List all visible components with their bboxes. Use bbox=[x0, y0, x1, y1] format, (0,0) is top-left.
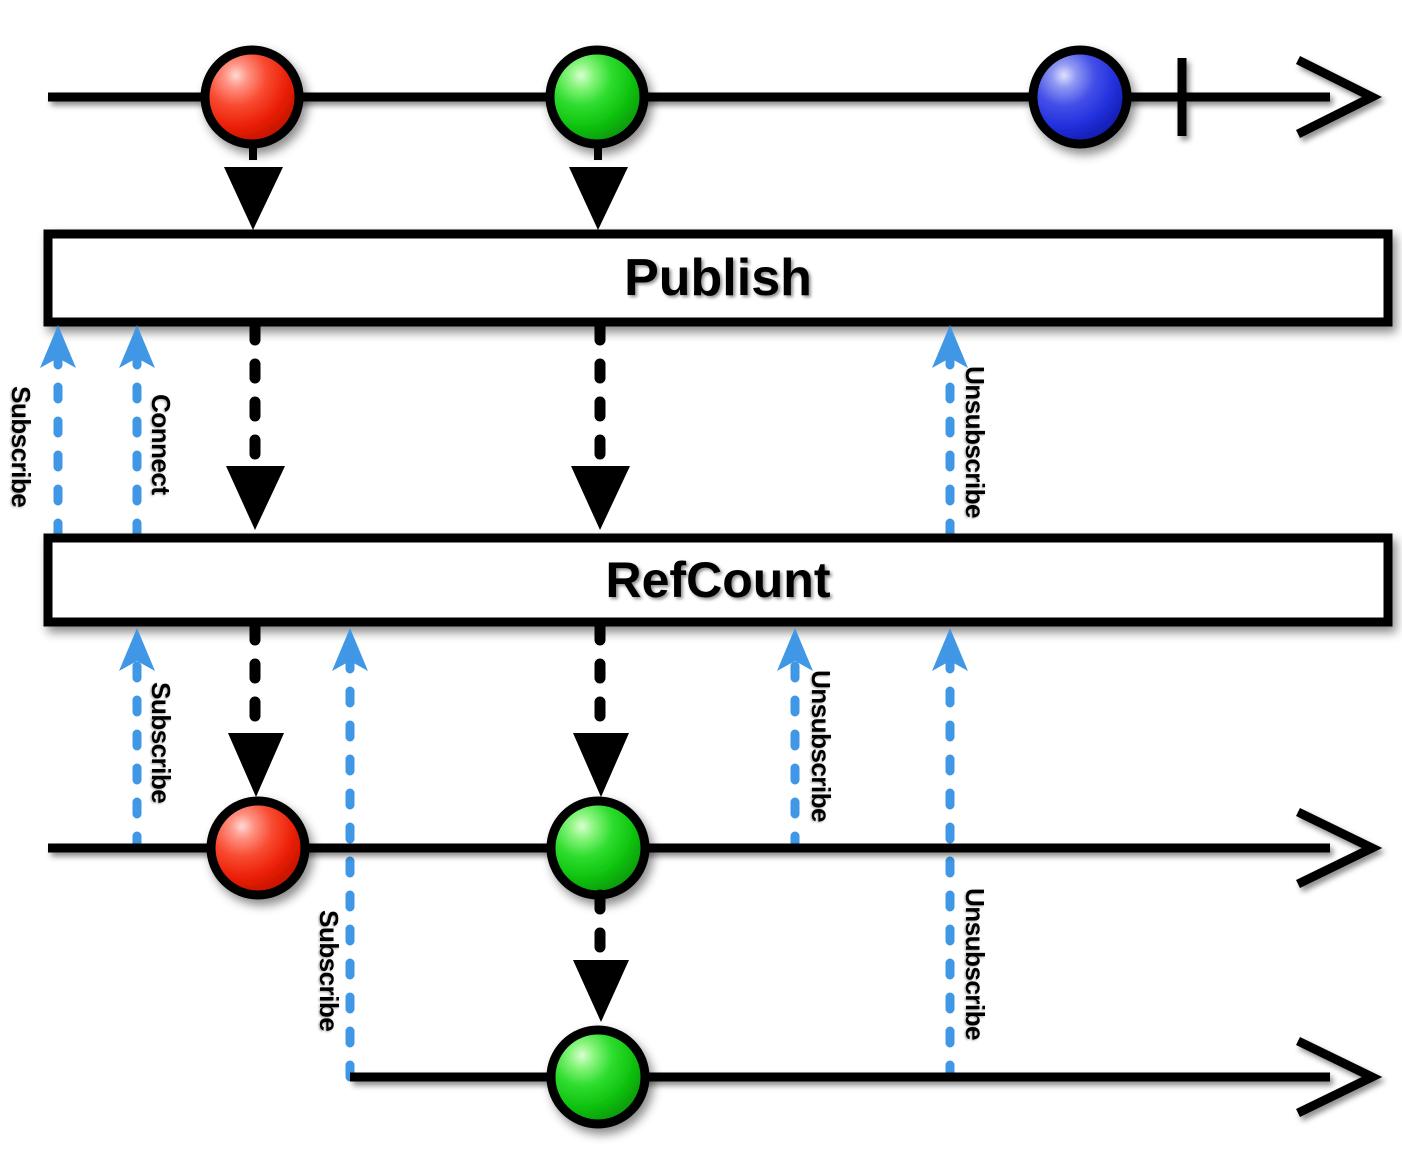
publish-red-to-refcount-arrow bbox=[226, 320, 285, 530]
refcount-green-to-sub1-arrow bbox=[573, 620, 629, 797]
source-marble-green[interactable] bbox=[545, 45, 649, 149]
unsubscribe-refcount-1-arrow[interactable] bbox=[777, 628, 813, 853]
source-red-to-publish-arrow bbox=[224, 167, 283, 230]
connect-publish-arrow[interactable] bbox=[119, 325, 155, 540]
source-marble-red[interactable] bbox=[200, 45, 304, 149]
second-subscriber-timeline bbox=[350, 1036, 1383, 1118]
publish-box[interactable] bbox=[43, 229, 1393, 327]
subscribe-publish-arrow[interactable] bbox=[40, 325, 76, 540]
unsubscribe-refcount-2-arrow[interactable] bbox=[932, 628, 968, 1082]
sub2-marble-green[interactable] bbox=[546, 1025, 650, 1129]
subscribe-refcount-1-arrow[interactable] bbox=[119, 628, 155, 853]
unsubscribe-publish-arrow[interactable] bbox=[932, 325, 968, 540]
sub1-green-to-sub2-arrow bbox=[573, 889, 629, 1022]
first-subscriber-timeline-arrowhead bbox=[1296, 807, 1383, 889]
publish-green-to-refcount-arrow bbox=[571, 320, 630, 530]
subscribe-refcount-2-arrow[interactable] bbox=[332, 628, 368, 1082]
sub1-marble-red[interactable] bbox=[206, 796, 310, 900]
source-green-to-publish-arrow bbox=[569, 167, 628, 230]
source-timeline-arrowhead bbox=[1295, 55, 1383, 139]
source-marble-blue[interactable] bbox=[1028, 45, 1132, 149]
refcount-red-to-sub1-arrow bbox=[228, 620, 284, 797]
second-subscriber-timeline-arrowhead bbox=[1296, 1036, 1383, 1118]
refcount-box[interactable] bbox=[43, 533, 1393, 627]
sub1-marble-green[interactable] bbox=[546, 796, 650, 900]
